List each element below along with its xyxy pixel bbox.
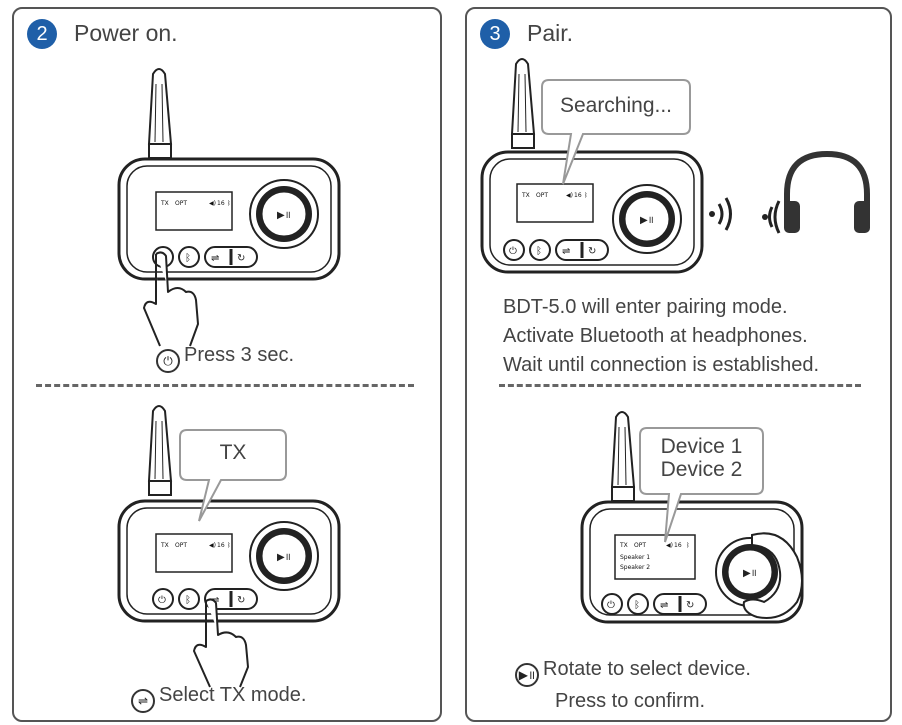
bubble-text: TX	[219, 441, 247, 464]
pairing-line-2: Activate Bluetooth at headphones.	[503, 325, 808, 347]
step-title: Pair.	[527, 20, 574, 46]
play-pause-icon: ▶॥	[277, 552, 291, 563]
lcd-volume: 16	[217, 200, 225, 207]
lcd-volume: 16	[217, 542, 225, 549]
bottom-caption: ⇌Select TX mode.	[131, 684, 306, 713]
lcd-screen	[155, 191, 233, 231]
lcd-mode: TX	[521, 192, 530, 199]
lcd-bluetooth-icon: ᛒ	[686, 542, 690, 549]
bluetooth-button[interactable]	[627, 593, 649, 615]
lcd-input: OPT	[175, 542, 187, 549]
antenna	[147, 68, 173, 159]
mode-switch-icon: ⇌	[131, 689, 155, 713]
transmitter-device-pairing: TX OPT ◀) 16 ᛒ ▶॥ ⏻ ᛒ ⇌ ↻	[480, 58, 704, 274]
bluetooth-icon: ᛒ	[634, 600, 640, 611]
lcd-screen	[155, 533, 233, 573]
step-number-badge: 3	[480, 19, 510, 49]
bottom-caption-line-1: Rotate to select device.	[543, 658, 751, 680]
power-icon: ⏻	[607, 600, 615, 611]
pairing-instructions: BDT-5.0 will enter pairing mode. Activat…	[503, 293, 819, 380]
lcd-bluetooth-icon: ᛒ	[227, 200, 231, 207]
lcd-volume: 16	[674, 542, 682, 549]
bluetooth-button[interactable]	[178, 246, 200, 268]
speech-bubble-devices: Device 1 Device 2	[639, 427, 764, 543]
play-pause-icon: ▶॥	[640, 215, 654, 226]
lcd-device-item: Speaker 2	[620, 564, 650, 571]
step-title: Power on.	[74, 20, 178, 46]
repeat-icon: ↻	[237, 595, 245, 606]
lcd-mode: TX	[160, 200, 169, 207]
hand-icon	[193, 598, 249, 688]
bottom-caption-line-2: Press to confirm.	[555, 690, 706, 712]
lcd-volume-icon: ◀)	[666, 542, 673, 549]
play-pause-knob[interactable]: ▶॥	[612, 184, 682, 254]
lcd-input: OPT	[175, 200, 187, 207]
bluetooth-button[interactable]	[529, 239, 551, 261]
dashed-divider	[36, 384, 414, 387]
bottom-caption-text: Select TX mode.	[159, 684, 307, 706]
pairing-line-1: BDT-5.0 will enter pairing mode.	[503, 296, 788, 318]
bubble-line-1: Device 1	[660, 435, 743, 458]
bluetooth-signal-icon	[709, 197, 732, 231]
lcd-mode: TX	[160, 542, 169, 549]
power-button[interactable]	[601, 593, 623, 615]
lcd-mode: TX	[619, 542, 628, 549]
bluetooth-button[interactable]	[178, 588, 200, 610]
play-pause-knob[interactable]: ▶॥	[715, 537, 785, 607]
dashed-divider	[499, 384, 861, 387]
antenna	[147, 405, 173, 496]
speech-bubble-tx: TX	[179, 429, 287, 522]
play-pause-knob[interactable]: ▶॥	[249, 521, 319, 591]
hand-icon	[742, 532, 803, 619]
headphones-icon	[762, 150, 870, 234]
bubble-text: Searching...	[559, 94, 673, 117]
antenna	[610, 411, 636, 502]
top-caption-text: Press 3 sec.	[184, 344, 295, 366]
bluetooth-icon: ᛒ	[536, 246, 542, 257]
lcd-volume-icon: ◀)	[209, 542, 216, 549]
step-number-badge: 2	[27, 19, 57, 49]
transmitter-device-select: TX OPT ◀) 16 ᛒ Speaker 1 Speaker 2 ▶॥ ⏻ …	[580, 411, 804, 624]
antenna	[510, 58, 536, 149]
repeat-icon: ↻	[237, 253, 245, 264]
speech-bubble-searching: Searching...	[541, 79, 691, 185]
lcd-bluetooth-icon: ᛒ	[584, 192, 588, 199]
step-2-panel: 2 Power on. TX OPT ◀) 16 ᛒ ▶॥ ⏻ ᛒ	[12, 7, 442, 722]
play-pause-icon: ▶॥	[277, 210, 291, 221]
mode-switch-icon: ⇌	[562, 246, 570, 257]
lcd-volume: 16	[574, 192, 582, 199]
transmitter-device: TX OPT ◀) 16 ᛒ ▶॥ ⏻ ᛒ ⇌ ↻	[117, 68, 341, 281]
transmitter-device-mode: TX OPT ◀) 16 ᛒ ▶॥ ⏻ ᛒ ⇌ ↻	[117, 405, 341, 623]
lcd-bluetooth-icon: ᛒ	[227, 542, 231, 549]
hand-icon	[143, 251, 199, 347]
lcd-input: OPT	[536, 192, 548, 199]
lcd-screen	[614, 534, 696, 580]
top-caption: ⏻Press 3 sec.	[156, 344, 294, 373]
play-pause-icon: ▶॥	[743, 568, 757, 579]
power-icon: ⏻	[156, 349, 180, 373]
power-button[interactable]	[152, 588, 174, 610]
bottom-caption: ▶॥Rotate to select device. Press to conf…	[515, 655, 751, 716]
bluetooth-icon: ᛒ	[185, 595, 191, 606]
mode-switch-icon: ⇌	[660, 600, 668, 611]
bluetooth-icon: ᛒ	[185, 253, 191, 264]
lcd-volume-icon: ◀)	[566, 192, 573, 199]
lcd-screen	[516, 183, 594, 223]
play-pause-knob[interactable]: ▶॥	[249, 179, 319, 249]
repeat-icon: ↻	[588, 246, 596, 257]
power-icon: ⏻	[158, 595, 166, 606]
step-3-panel: 3 Pair. TX OPT ◀) 16 ᛒ ▶॥ ⏻ ᛒ ⇌ ↻	[465, 7, 892, 722]
pairing-line-3: Wait until connection is established.	[503, 354, 820, 376]
power-button[interactable]	[503, 239, 525, 261]
power-icon: ⏻	[509, 246, 517, 257]
repeat-icon: ↻	[686, 600, 694, 611]
play-pause-icon: ▶॥	[515, 663, 539, 687]
lcd-volume-icon: ◀)	[209, 200, 216, 207]
bubble-line-2: Device 2	[660, 458, 743, 481]
mode-switch-icon: ⇌	[211, 253, 219, 264]
lcd-input: OPT	[634, 542, 646, 549]
lcd-device-item: Speaker 1	[620, 554, 650, 561]
